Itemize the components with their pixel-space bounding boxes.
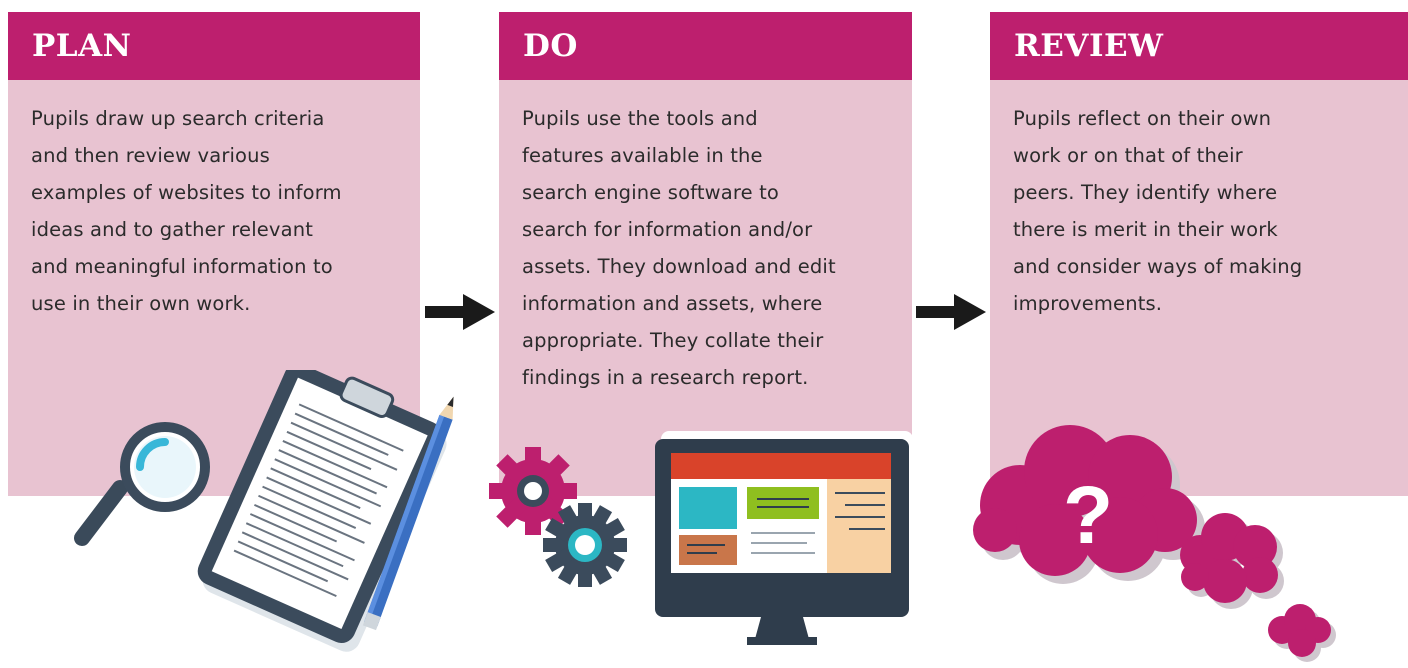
do-line: appropriate. They collate their	[522, 329, 824, 352]
do-line: search engine software to	[522, 181, 779, 204]
review-panel: REVIEW Pupils reflect on their own work …	[990, 12, 1408, 496]
plan-line: examples of websites to inform	[31, 181, 342, 204]
do-line: assets. They download and edit	[522, 255, 836, 278]
gear-icon	[543, 503, 627, 587]
do-line: Pupils use the tools and	[522, 107, 758, 130]
do-line: features available in the	[522, 144, 763, 167]
plan-line: Pupils draw up search criteria	[31, 107, 325, 130]
review-line: there is merit in their work	[1013, 218, 1278, 241]
gear-icon	[489, 447, 577, 535]
do-line: findings in a research report.	[522, 366, 809, 389]
do-line: information and assets, where	[522, 292, 823, 315]
do-illustration	[489, 431, 913, 645]
review-description: Pupils reflect on their own work or on t…	[990, 80, 1408, 322]
magnifier-icon	[74, 422, 210, 546]
review-illustration: ?	[973, 425, 1336, 662]
plan-line: ideas and to gather relevant	[31, 218, 313, 241]
plan-line: and then review various	[31, 144, 270, 167]
review-line: work or on that of their	[1013, 144, 1243, 167]
review-line: improvements.	[1013, 292, 1163, 315]
plan-panel: PLAN Pupils draw up search criteria and …	[8, 12, 420, 496]
plan-illustration	[74, 370, 454, 652]
review-line: Pupils reflect on their own	[1013, 107, 1272, 130]
thought-cloud-icon	[1268, 604, 1336, 662]
plan-line: and meaningful information to	[31, 255, 333, 278]
monitor-icon	[655, 431, 913, 645]
do-panel: DO Pupils use the tools and features ava…	[499, 12, 912, 496]
review-line: and consider ways of making	[1013, 255, 1303, 278]
thought-cloud-icon: ?	[973, 425, 1205, 584]
question-mark: ?	[1063, 470, 1113, 561]
review-line: peers. They identify where	[1013, 181, 1278, 204]
plan-line: use in their own work.	[31, 292, 251, 315]
pencil-icon	[362, 396, 454, 631]
arrow-right-icon	[425, 294, 495, 330]
thought-cloud-icon	[1180, 513, 1284, 609]
plan-title: PLAN	[8, 12, 420, 80]
do-description: Pupils use the tools and features availa…	[499, 80, 912, 396]
arrow-right-icon	[916, 294, 986, 330]
do-title: DO	[499, 12, 912, 80]
do-line: search for information and/or	[522, 218, 813, 241]
plan-description: Pupils draw up search criteria and then …	[8, 80, 420, 322]
review-title: REVIEW	[990, 12, 1408, 80]
